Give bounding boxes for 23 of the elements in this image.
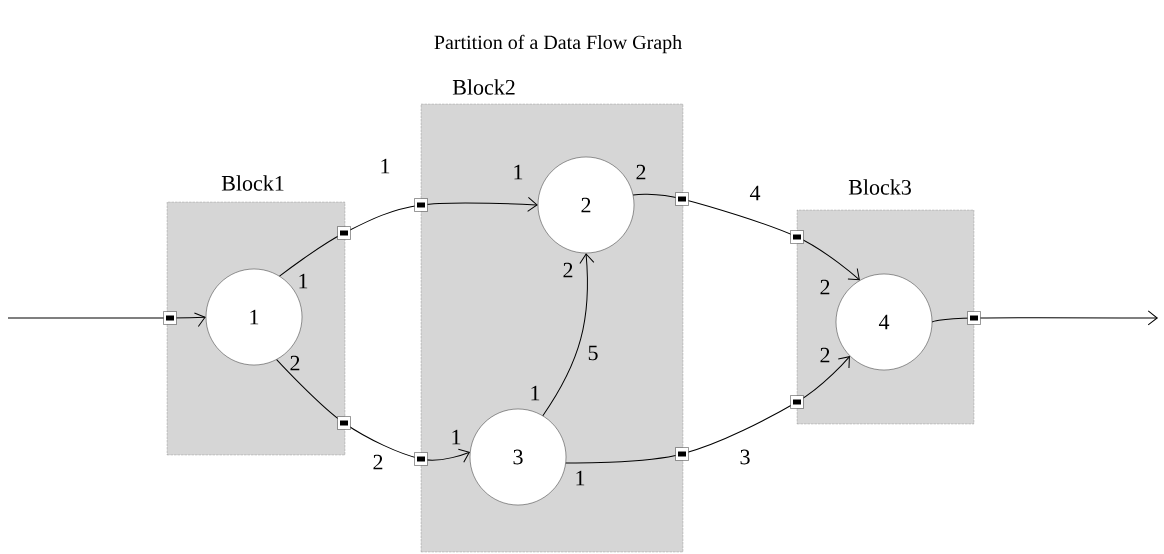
node-label: Block1 xyxy=(221,175,284,191)
port-number: 2 xyxy=(820,279,830,295)
edge-label: 3 xyxy=(740,449,750,465)
node-label: Block3 xyxy=(848,179,911,195)
port-number: 2 xyxy=(636,164,646,180)
arrow xyxy=(565,356,850,464)
arrow xyxy=(279,196,538,277)
arrow xyxy=(7,312,206,327)
port-number: 1 xyxy=(576,470,585,486)
arrow xyxy=(931,310,1158,326)
edge-label: 1 xyxy=(381,158,390,174)
title: Partition of a Data Flow Graph xyxy=(434,34,682,54)
arrow xyxy=(276,359,470,463)
node-label: Block2 xyxy=(452,79,515,95)
port-number: 1 xyxy=(531,385,540,401)
port-number: 1 xyxy=(452,429,461,445)
edge-label: 2 xyxy=(373,454,383,470)
edge-label: 4 xyxy=(749,185,761,201)
port-number: 2 xyxy=(563,262,573,278)
arrow xyxy=(542,253,595,417)
arrow xyxy=(632,193,860,281)
port-number: 2 xyxy=(820,347,830,363)
edge-label: 5 xyxy=(588,345,598,361)
